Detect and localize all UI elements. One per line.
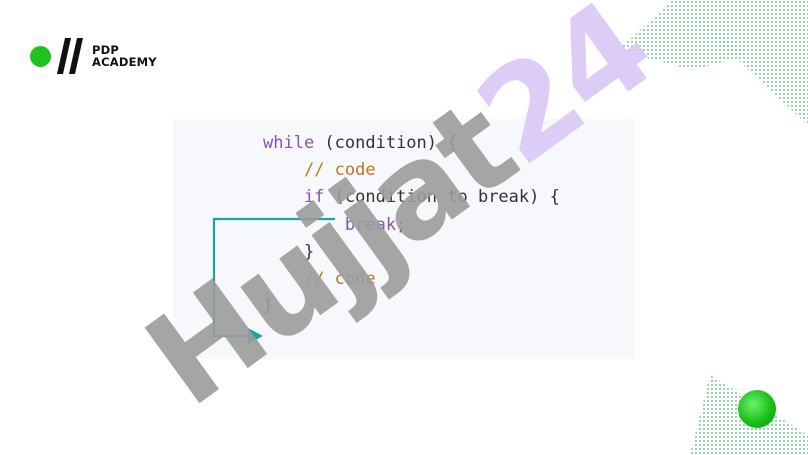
pdp-academy-logo: PDP ACADEMY xyxy=(30,38,157,74)
code-text: ; xyxy=(396,214,407,235)
code-text: (condition to break) { xyxy=(324,187,560,208)
code-line: } xyxy=(263,293,560,320)
green-ball-decoration xyxy=(738,390,776,428)
code-line: } xyxy=(263,239,560,266)
code-line: if (condition to break) { xyxy=(263,184,560,211)
code-line: // code xyxy=(263,266,560,293)
logo-dot-icon xyxy=(30,45,51,67)
code-text: } xyxy=(263,296,274,317)
code-line: // code xyxy=(263,157,560,184)
code-panel: while (condition) { // code if (conditio… xyxy=(173,119,635,359)
code-line: break; xyxy=(263,212,560,239)
logo-slash-icon xyxy=(57,38,83,74)
dotted-triangle-decoration xyxy=(618,0,808,125)
code-keyword: if xyxy=(303,187,325,208)
code-comment: // code xyxy=(303,268,376,289)
code-text: } xyxy=(303,241,315,262)
code-text: (condition) { xyxy=(314,133,458,153)
code-comment: // code xyxy=(303,160,376,181)
code-block: while (condition) { // code if (conditio… xyxy=(263,130,560,320)
logo-text-line2: ACADEMY xyxy=(92,55,157,69)
code-line: while (condition) { xyxy=(263,130,560,157)
code-keyword: while xyxy=(263,133,315,153)
logo-text: PDP ACADEMY xyxy=(92,44,157,68)
code-keyword: break xyxy=(344,214,397,235)
logo-text-line1: PDP xyxy=(92,43,120,57)
